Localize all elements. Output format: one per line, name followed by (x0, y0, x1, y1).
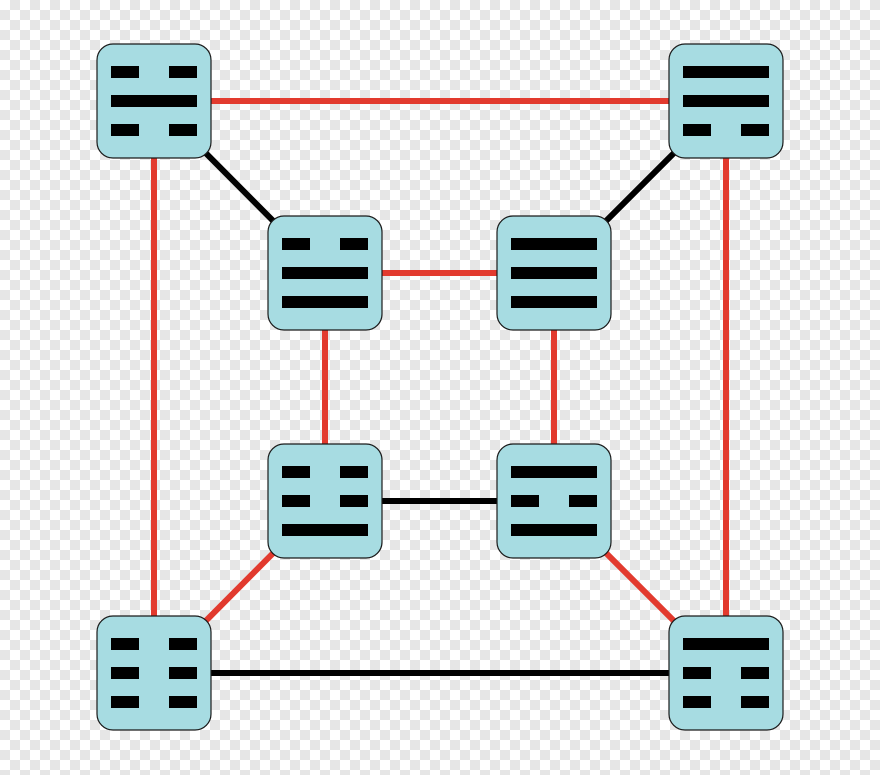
broken-line-bar-left (683, 124, 711, 136)
broken-line-bar-right (340, 466, 368, 478)
broken-line-bar-left (111, 696, 139, 708)
trigram-tile-outer-bl (96, 615, 212, 731)
broken-line-bar-right (169, 696, 197, 708)
broken-line-bar-right (569, 495, 597, 507)
broken-line-bar-right (169, 66, 197, 78)
broken-line-bar-left (111, 638, 139, 650)
broken-line-bar-left (282, 495, 310, 507)
broken-line-bar-left (282, 238, 310, 250)
trigram-tile-inner-br (496, 443, 612, 559)
broken-line-bar-left (511, 495, 539, 507)
broken-line-bar-left (111, 667, 139, 679)
broken-line-bar-left (282, 466, 310, 478)
edge-layer (151, 98, 729, 676)
trigram-tile-outer-tl (96, 43, 212, 159)
trigram-tile-outer-tr (668, 43, 784, 159)
solid-line-bar (282, 267, 368, 279)
solid-line-bar (683, 66, 769, 78)
broken-line-bar-right (741, 124, 769, 136)
solid-line-bar (282, 296, 368, 308)
broken-line-bar-left (111, 66, 139, 78)
solid-line-bar (511, 466, 597, 478)
solid-line-bar (511, 238, 597, 250)
trigram-tile-outer-br (668, 615, 784, 731)
solid-line-bar (511, 267, 597, 279)
solid-line-bar (511, 524, 597, 536)
trigram-tile-inner-tl (267, 215, 383, 331)
broken-line-bar-left (111, 124, 139, 136)
solid-line-bar (683, 638, 769, 650)
broken-line-bar-right (169, 124, 197, 136)
broken-line-bar-left (683, 696, 711, 708)
solid-line-bar (111, 95, 197, 107)
trigram-tile-inner-bl (267, 443, 383, 559)
broken-line-bar-right (741, 667, 769, 679)
broken-line-bar-left (683, 667, 711, 679)
broken-line-bar-right (340, 495, 368, 507)
broken-line-bar-right (169, 638, 197, 650)
solid-line-bar (511, 296, 597, 308)
solid-line-bar (282, 524, 368, 536)
broken-line-bar-right (741, 696, 769, 708)
trigram-tile-inner-tr (496, 215, 612, 331)
tile-layer (96, 43, 784, 731)
solid-line-bar (683, 95, 769, 107)
broken-line-bar-right (169, 667, 197, 679)
broken-line-bar-right (340, 238, 368, 250)
